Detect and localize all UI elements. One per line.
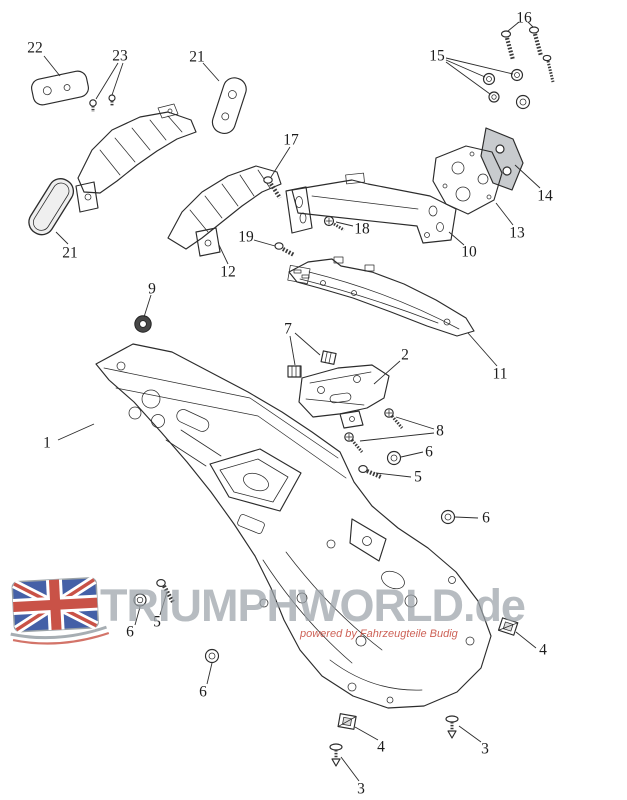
part-3-rivet-bottom [329,743,343,767]
callout-1: 1 [43,434,51,451]
callout-21-top: 21 [189,48,205,65]
callout-21-left: 21 [62,244,78,261]
part-12-bracket-upper [75,103,197,213]
callout-23: 23 [112,47,128,64]
callout-7: 7 [284,320,292,337]
callout-16: 16 [516,9,532,26]
callout-14: 14 [537,187,553,204]
callout-17: 17 [283,131,299,148]
callout-4-a: 4 [539,641,547,658]
callout-5-b: 5 [153,613,161,630]
part-7-clips [287,350,337,378]
part-1-undertray [95,343,492,709]
callout-6-a: 6 [425,443,433,460]
watermark-flag-icon [10,575,110,645]
callout-3-b: 3 [357,780,365,797]
part-11-side-panel [287,256,475,337]
leader-lines [43,21,541,782]
callout-10: 10 [461,243,477,260]
part-6-washer-right2 [440,509,456,525]
part-2-bracket [298,364,390,429]
part-12-bracket [167,165,282,257]
callout-9: 9 [148,280,156,297]
part-21-pad-top [211,77,247,135]
part-6-washer-left [133,593,147,607]
callout-6-b: 6 [482,509,490,526]
part-22-pad [31,70,89,106]
callout-18: 18 [354,220,370,237]
callout-4-b: 4 [377,738,385,755]
callout-13: 13 [509,224,525,241]
callout-5-a: 5 [414,468,422,485]
part-4-clipnut-right [497,617,519,636]
part-16-bolts [500,26,555,83]
part-8-screws [344,408,404,453]
watermark-brand-text: TRIUMPHWORLD.de [100,580,525,631]
watermark-tagline-text: powered by Fahrzeugteile Budig [299,628,459,640]
part-5-bolt-left [156,579,175,604]
callout-8: 8 [436,422,444,439]
callout-19: 19 [238,228,254,245]
callout-22: 22 [27,39,43,56]
callout-labels: 22 23 21 16 15 17 14 13 10 18 19 12 21 9… [27,9,553,797]
part-21-pad-left [28,178,75,236]
part-15-washers [482,68,531,110]
part-5-bolt-right [358,465,382,479]
part-10-arm [285,172,457,244]
callout-15: 15 [429,47,445,64]
watermark: TRIUMPHWORLD.de powered by Fahrzeugteile… [10,575,526,645]
part-3-rivet-right [445,715,459,739]
part-9-grommet [134,315,152,333]
callout-6-d: 6 [199,683,207,700]
callout-11: 11 [493,365,508,382]
part-13-plate [432,145,503,215]
callout-3-a: 3 [481,740,489,757]
callout-2: 2 [401,346,409,363]
part-6-washer-right1 [386,450,402,466]
part-19-bolt [274,242,296,257]
part-4-clipnut-bottom [337,713,357,730]
callout-6-c: 6 [126,623,134,640]
part-23-rivets [89,94,116,112]
part-18-screw [323,215,345,232]
callout-12: 12 [220,263,236,280]
part-17-bolt [263,176,282,200]
part-14-bracket [480,127,524,191]
part-6-washer-left2 [204,648,220,664]
